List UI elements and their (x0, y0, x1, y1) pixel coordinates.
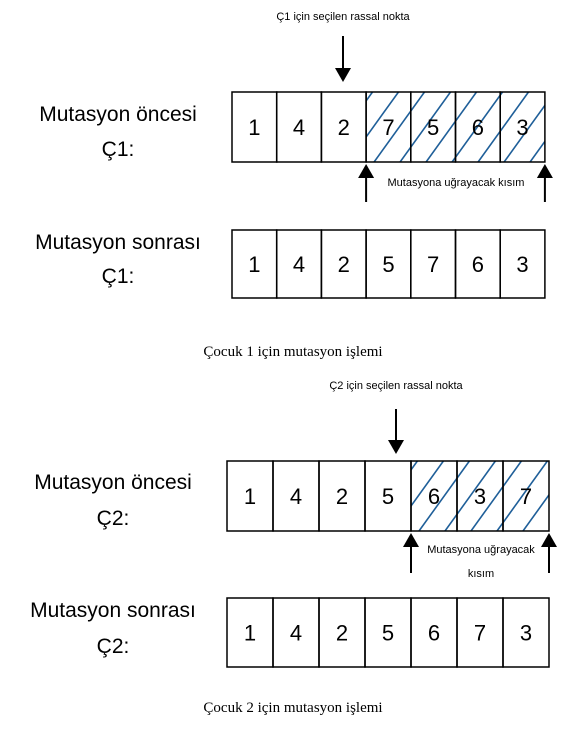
hatch-line (399, 92, 452, 162)
after-row-label: Mutasyon sonrası (30, 599, 196, 622)
before-gene-value: 6 (428, 484, 440, 509)
hatch-line (366, 92, 400, 139)
after-gene-value: 7 (427, 252, 439, 277)
random-point-arrowhead (388, 440, 404, 454)
before-gene-value: 4 (293, 115, 305, 140)
hatch-line (496, 461, 549, 531)
before-gene-value: 5 (427, 115, 439, 140)
mutation-hatch (411, 461, 586, 531)
after-gene-value: 3 (516, 252, 528, 277)
hatch-line (477, 92, 530, 162)
before-row-label: Ç2: (97, 507, 130, 530)
before-gene-value: 3 (516, 115, 528, 140)
before-gene-value: 2 (338, 115, 350, 140)
hatch-line (582, 92, 586, 162)
random-point-label: Ç1 için seçilen rassal nokta (276, 11, 410, 23)
before-gene-value: 1 (244, 484, 256, 509)
random-point-arrowhead (335, 68, 351, 82)
after-row-label: Ç2: (97, 635, 130, 658)
mutation-region-label: kısım (468, 568, 494, 580)
hatch-line (556, 92, 586, 162)
mutation-hatch (366, 92, 586, 162)
before-gene-cell (499, 91, 546, 163)
hatch-line (411, 461, 445, 508)
after-gene-value: 4 (293, 252, 305, 277)
before-row-label: Mutasyon öncesi (39, 103, 197, 126)
before-gene-value: 6 (472, 115, 484, 140)
figure-caption: Çocuk 2 için mutasyon işlemi (203, 700, 382, 716)
before-gene-value: 1 (248, 115, 260, 140)
hatch-line (522, 493, 549, 531)
mutation-region-label: Mutasyona uğrayacak kısım (388, 177, 525, 189)
hatch-line (418, 461, 471, 531)
before-gene-value: 5 (382, 484, 394, 509)
after-row-label: Mutasyon sonrası (35, 231, 201, 254)
hatch-line (373, 92, 426, 162)
before-gene-value: 4 (290, 484, 302, 509)
after-gene-value: 6 (428, 621, 440, 646)
after-row-label: Ç1: (102, 265, 135, 288)
region-boundary-arrowhead (358, 164, 375, 178)
hatch-line (548, 529, 549, 531)
hatch-line (425, 92, 478, 162)
hatch-line (444, 461, 497, 531)
figure-caption: Çocuk 1 için mutasyon işlemi (203, 344, 382, 360)
before-gene-value: 3 (474, 484, 486, 509)
region-boundary-arrowhead (536, 164, 553, 178)
hatch-line (451, 92, 504, 162)
region-boundary-arrowhead (403, 533, 419, 547)
hatch-line (575, 461, 586, 531)
after-gene-value: 5 (382, 252, 394, 277)
after-gene-value: 2 (336, 621, 348, 646)
after-gene-value: 7 (474, 621, 486, 646)
before-gene-cell (502, 460, 550, 532)
mutation-region-label: Mutasyona uğrayacak (427, 544, 535, 556)
before-gene-value: 7 (520, 484, 532, 509)
hatch-line (529, 140, 545, 162)
after-gene-value: 3 (520, 621, 532, 646)
after-gene-cell (502, 597, 550, 668)
hatch-line (503, 103, 545, 162)
after-gene-value: 5 (382, 621, 394, 646)
after-gene-value: 1 (244, 621, 256, 646)
before-gene-value: 7 (382, 115, 394, 140)
after-gene-value: 2 (338, 252, 350, 277)
hatch-line (470, 461, 523, 531)
after-gene-value: 6 (472, 252, 484, 277)
before-row-label: Mutasyon öncesi (34, 471, 192, 494)
before-row-label: Ç1: (102, 138, 135, 161)
after-gene-value: 1 (248, 252, 260, 277)
region-boundary-arrowhead (541, 533, 557, 547)
random-point-label: Ç2 için seçilen rassal nokta (329, 380, 463, 392)
after-gene-cell (499, 229, 546, 299)
after-gene-value: 4 (290, 621, 302, 646)
before-gene-value: 2 (336, 484, 348, 509)
